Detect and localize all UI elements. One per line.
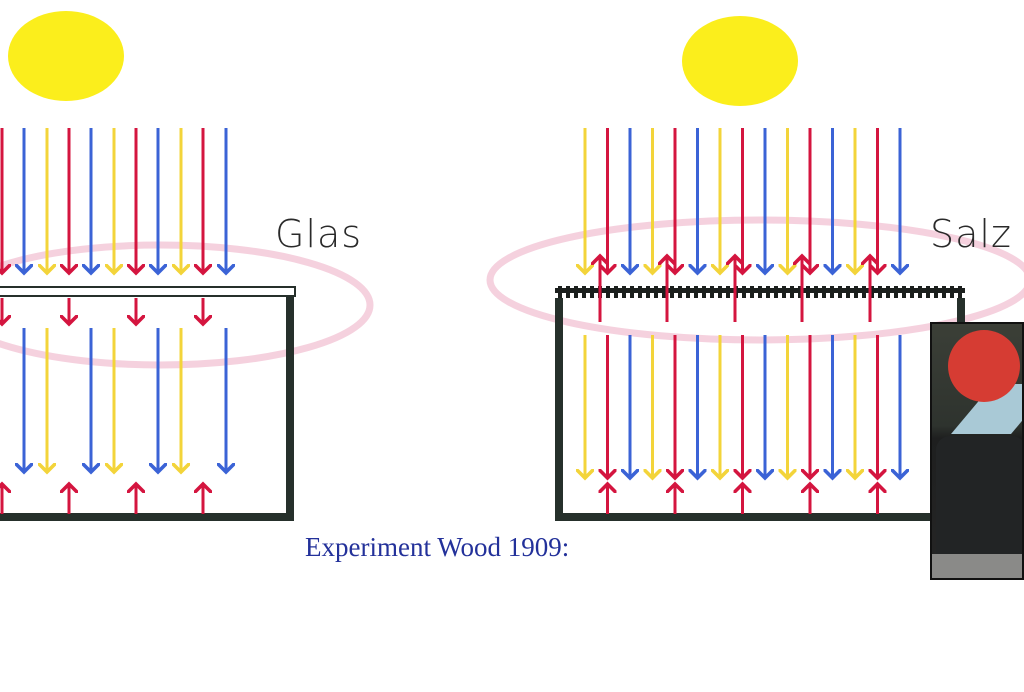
video-inset[interactable] xyxy=(930,322,1024,580)
halo-right xyxy=(486,216,1024,344)
sun-left xyxy=(8,11,124,101)
salt-box xyxy=(555,286,965,521)
glass-label: Glas xyxy=(275,212,363,256)
chair xyxy=(936,436,1022,556)
warning-badge-icon xyxy=(948,330,1020,402)
sun-right xyxy=(682,16,798,106)
glass-box xyxy=(0,286,296,521)
halo-left xyxy=(0,241,374,369)
caption: Experiment Wood 1909: xyxy=(305,532,570,562)
floor xyxy=(932,554,1022,578)
salt-label: Salz xyxy=(930,212,1012,256)
